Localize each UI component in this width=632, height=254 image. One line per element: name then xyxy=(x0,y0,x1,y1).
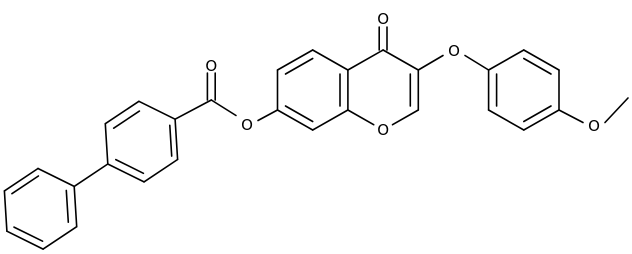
ketone-oxygen-label: O xyxy=(377,10,389,28)
ester-carbonyl-oxygen-label: O xyxy=(205,57,217,75)
chromone-benzo-ring xyxy=(276,49,349,131)
ester-linkage xyxy=(174,72,279,122)
chromone-pyranone-ring xyxy=(347,26,420,126)
methoxyphenyl-ring xyxy=(487,49,560,131)
ether-oxygen-label: O xyxy=(448,42,460,60)
methoxy-oxygen-label: O xyxy=(588,117,600,135)
biphenyl-link-bond xyxy=(73,163,109,188)
methoxy-group xyxy=(558,97,629,124)
phenyl-ring-terminal xyxy=(3,167,78,250)
ester-oxygen-label: O xyxy=(241,116,253,134)
aryl-ether-linkage xyxy=(417,54,490,71)
ring-oxygen-label: O xyxy=(377,121,389,139)
phenyl-ring-inner xyxy=(104,100,179,183)
